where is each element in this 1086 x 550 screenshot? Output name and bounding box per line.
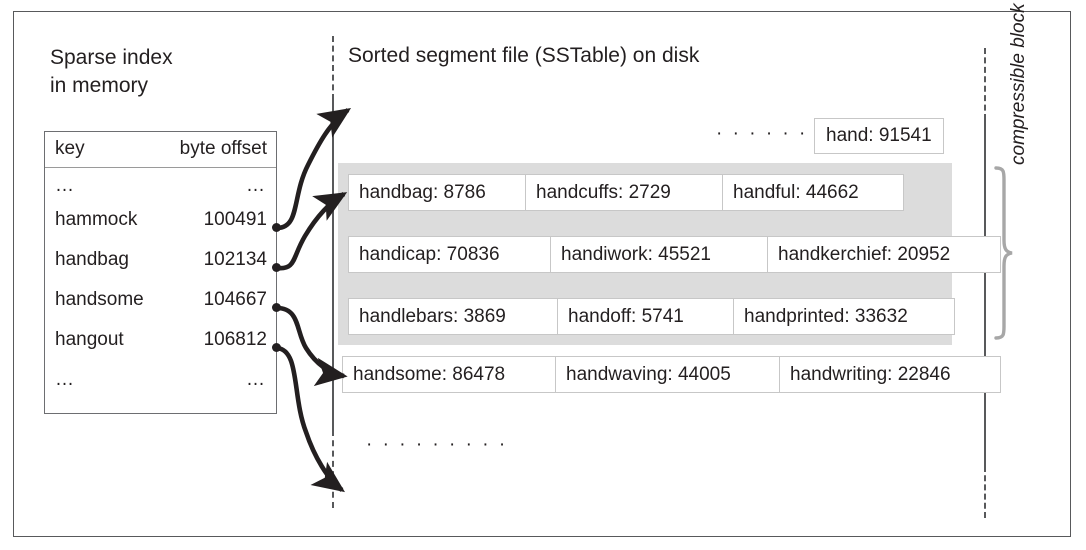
entry-cell: handful: 44662 — [733, 181, 859, 203]
index-row-key: … — [55, 369, 76, 390]
connector-dot-hangout — [272, 343, 281, 352]
entry-cell: handoff: 5741 — [558, 299, 734, 334]
table-row: … … — [45, 362, 276, 402]
entry-cell: handcuffs: 2729 — [526, 175, 723, 210]
compressible-block-label: compressible block — [1008, 3, 1029, 165]
table-row: hangout 106812 — [45, 322, 276, 362]
sparse-index-title: Sparse index in memory — [50, 46, 173, 97]
connector-dot-hammock — [272, 223, 281, 232]
bottom-ellipsis: · · · · · · · · · — [366, 434, 508, 455]
entry-cell: handwaving: 44005 — [556, 357, 780, 392]
index-row-key: handbag — [55, 249, 129, 270]
index-table-body: … … hammock 100491 handbag 102134 handso… — [45, 168, 276, 402]
sstable-title: Sorted segment file (SSTable) on disk — [348, 44, 700, 67]
segment-right-boundary-dashed-bottom — [984, 466, 986, 518]
index-row-offset: 102134 — [203, 249, 267, 270]
segment-row: handlebars: 3869 handoff: 5741 handprint… — [348, 298, 955, 335]
index-row-offset: 104667 — [203, 289, 267, 310]
index-row-offset: … — [246, 175, 267, 196]
index-row-offset: 106812 — [203, 329, 267, 350]
index-table-header-row: key byte offset — [45, 132, 276, 168]
index-row-key: … — [55, 175, 76, 196]
segment-right-boundary-dashed-top — [984, 48, 986, 120]
segment-row: handsome: 86478 handwaving: 44005 handwr… — [342, 356, 1001, 393]
index-row-offset: 100491 — [203, 209, 267, 230]
index-header-key: key — [55, 138, 85, 159]
table-row: hammock 100491 — [45, 202, 276, 242]
segment-right-boundary-solid — [984, 118, 986, 468]
segment-left-boundary-dashed-bottom — [332, 430, 334, 508]
sparse-index-table: key byte offset … … hammock 100491 handb… — [44, 131, 277, 414]
entry-cell: handprinted: 33632 — [744, 305, 908, 327]
entry-box-hand: hand: 91541 — [814, 118, 944, 154]
index-header-byte-offset: byte offset — [179, 138, 267, 159]
index-row-key: hammock — [55, 209, 138, 230]
entry-cell: handicap: 70836 — [349, 237, 551, 272]
entry-cell: handlebars: 3869 — [349, 299, 558, 334]
index-row-key: hangout — [55, 329, 124, 350]
entry-label: hand: 91541 — [826, 125, 932, 146]
table-row: handsome 104667 — [45, 282, 276, 322]
connector-dot-handbag — [272, 263, 281, 272]
segment-left-boundary-dashed-top — [332, 36, 334, 100]
index-row-key: handsome — [55, 289, 144, 310]
table-row: handbag 102134 — [45, 242, 276, 282]
segment-left-boundary-solid — [332, 100, 334, 430]
segment-row: handbag: 8786 handcuffs: 2729 handful: 4… — [348, 174, 904, 211]
index-row-offset: … — [246, 369, 267, 390]
entry-cell: handbag: 8786 — [349, 175, 526, 210]
entry-cell: handsome: 86478 — [343, 357, 556, 392]
segment-row: handicap: 70836 handiwork: 45521 handker… — [348, 236, 1001, 273]
entry-cell: handwriting: 22846 — [790, 363, 951, 385]
connector-dot-handsome — [272, 303, 281, 312]
table-row: … … — [45, 168, 276, 202]
entry-cell: handiwork: 45521 — [551, 237, 768, 272]
entry-cell: handkerchief: 20952 — [778, 243, 951, 265]
